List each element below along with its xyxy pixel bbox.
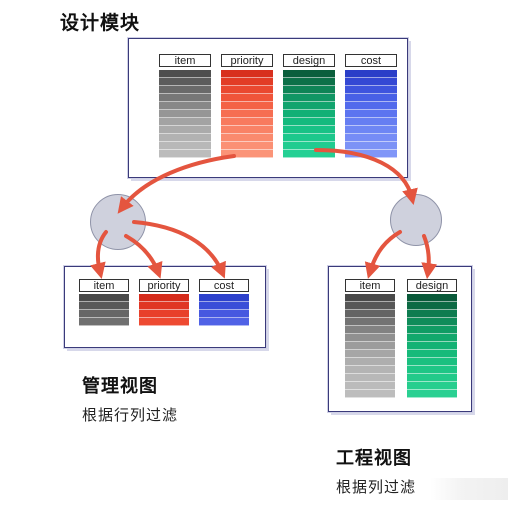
column-bars-design bbox=[283, 70, 335, 158]
design-col-priority: priority bbox=[221, 54, 273, 166]
design-col-item: item bbox=[159, 54, 211, 166]
management-view-panel: item priority cost bbox=[64, 266, 266, 348]
arrow-hub-to-eng-item bbox=[364, 230, 402, 279]
arrow-to-engineering-hub bbox=[314, 148, 418, 206]
column-header-design: design bbox=[283, 54, 335, 67]
column-header-priority: priority bbox=[221, 54, 273, 67]
arrow-hub-to-eng-design bbox=[421, 234, 438, 280]
column-bars-design bbox=[407, 294, 457, 398]
engineering-view-subtitle: 根据列过滤 bbox=[336, 478, 417, 496]
column-header-cost: cost bbox=[199, 279, 249, 292]
column-header-priority: priority bbox=[139, 279, 189, 292]
design-col-cost: cost bbox=[345, 54, 397, 166]
eng-col-design: design bbox=[407, 279, 457, 401]
column-header-item: item bbox=[345, 279, 395, 292]
engineering-view-panel: item design bbox=[328, 266, 472, 412]
column-bars-cost bbox=[345, 70, 397, 158]
eng-col-item: item bbox=[345, 279, 395, 401]
watermark-blur bbox=[430, 478, 508, 500]
engineering-view-title: 工程视图 bbox=[336, 448, 412, 469]
mgmt-col-priority: priority bbox=[139, 279, 189, 329]
design-module-title: 设计模块 bbox=[60, 12, 141, 34]
column-header-item: item bbox=[79, 279, 129, 292]
arrow-hub-to-priority bbox=[124, 234, 163, 279]
column-header-cost: cost bbox=[345, 54, 397, 67]
column-header-design: design bbox=[407, 279, 457, 292]
mgmt-col-item: item bbox=[79, 279, 129, 329]
column-bars-item bbox=[345, 294, 395, 398]
column-bars-item bbox=[79, 294, 129, 326]
design-col-design: design bbox=[283, 54, 335, 166]
mgmt-col-cost: cost bbox=[199, 279, 249, 329]
management-view-subtitle: 根据行列过滤 bbox=[82, 406, 179, 424]
arrow-to-management-hub bbox=[117, 154, 236, 214]
column-header-item: item bbox=[159, 54, 211, 67]
column-bars-item bbox=[159, 70, 211, 158]
column-bars-priority bbox=[139, 294, 189, 326]
management-view-title: 管理视图 bbox=[82, 376, 158, 397]
column-bars-priority bbox=[221, 70, 273, 158]
arrow-hub-to-item bbox=[90, 230, 108, 279]
column-bars-cost bbox=[199, 294, 249, 326]
arrow-hub-to-cost bbox=[132, 220, 226, 279]
